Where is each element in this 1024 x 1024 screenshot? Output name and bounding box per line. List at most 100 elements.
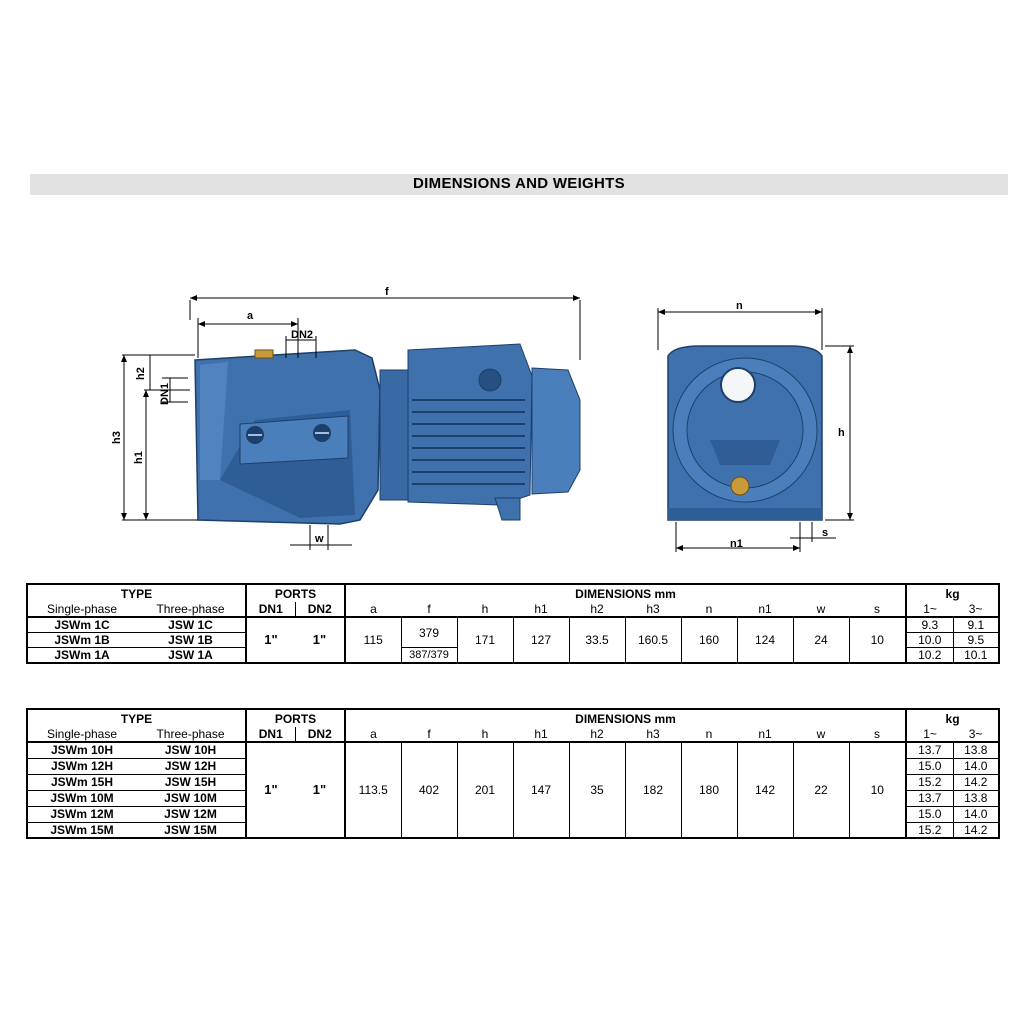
three-phase-type: JSW 10H: [136, 742, 246, 759]
ports-header: PORTS: [245, 708, 345, 727]
single-phase-header: Single-phase: [26, 727, 136, 743]
dim-n1: 142: [737, 742, 794, 839]
single-phase-type: JSWm 1A: [26, 647, 136, 664]
single-phase-type: JSWm 1B: [26, 632, 136, 648]
dim-n1: 124: [737, 617, 794, 664]
three-phase-type: JSW 15H: [136, 774, 246, 791]
col-f-header: f: [401, 727, 457, 743]
col-h3-header: h3: [625, 602, 681, 618]
weight-1ph: 10.0: [905, 632, 954, 648]
three-phase-type: JSW 1B: [136, 632, 246, 648]
weight-3ph: 13.8: [953, 742, 1001, 759]
dim-h1: 127: [513, 617, 570, 664]
weight-3ph: 14.2: [953, 774, 1001, 791]
table-row: JSWm 1B JSW 1B 10.0 9.5: [26, 632, 1001, 648]
dim-n: 180: [681, 742, 738, 839]
page-title: DIMENSIONS AND WEIGHTS: [413, 175, 625, 192]
weight-1ph: 15.2: [905, 822, 954, 839]
dim-h3: 160.5: [625, 617, 682, 664]
weight-1ph: 15.0: [905, 806, 954, 823]
dim-h2: 35: [569, 742, 626, 839]
weight-3ph: 14.2: [953, 822, 1001, 839]
table-row: JSWm 1A JSW 1A 387/379 10.2 10.1: [26, 647, 1001, 664]
kg1-header: 1~: [905, 602, 954, 618]
dn1-value: 1": [245, 617, 295, 664]
col-h-header: h: [457, 602, 513, 618]
weight-3ph: 14.0: [953, 758, 1001, 775]
dimensions-table-1: TYPE PORTS DIMENSIONS mm kg Single-phase…: [26, 583, 1001, 664]
dim-h2: 33.5: [569, 617, 626, 664]
three-phase-header: Three-phase: [136, 602, 246, 618]
title-bar: DIMENSIONS AND WEIGHTS: [30, 174, 1008, 195]
col-h1-header: h1: [513, 727, 569, 743]
dim-s: 10: [849, 617, 907, 664]
col-n-header: n: [681, 602, 737, 618]
three-phase-header: Three-phase: [136, 727, 246, 743]
table-row: JSWm 12H JSW 12H 15.0 14.0: [26, 758, 1001, 775]
type-header: TYPE: [26, 583, 246, 602]
dn2-header: DN2: [295, 602, 345, 618]
weight-3ph: 13.8: [953, 790, 1001, 807]
kg3-header: 3~: [953, 727, 1001, 743]
pump-front-body: [667, 345, 823, 521]
dim-a: 113.5: [344, 742, 402, 839]
label-h2: h2: [135, 367, 147, 380]
dimensions-table-2: TYPE PORTS DIMENSIONS mm kg Single-phase…: [26, 708, 1001, 839]
weight-1ph: 10.2: [905, 647, 954, 664]
dim-w: 22: [793, 742, 850, 839]
label-w: w: [314, 533, 324, 545]
label-h3: h3: [111, 431, 123, 444]
weight-1ph: 15.0: [905, 758, 954, 775]
type-header: TYPE: [26, 708, 246, 727]
dimensions-header: DIMENSIONS mm: [343, 708, 907, 727]
three-phase-type: JSW 12M: [136, 806, 246, 823]
single-phase-type: JSWm 15H: [26, 774, 136, 791]
weight-1ph: 13.7: [905, 790, 954, 807]
dn1-value: 1": [245, 742, 295, 839]
three-phase-type: JSW 1A: [136, 647, 246, 664]
three-phase-type: JSW 12H: [136, 758, 246, 775]
dim-n: 160: [681, 617, 738, 664]
three-phase-type: JSW 1C: [136, 617, 246, 633]
label-a: a: [247, 310, 254, 322]
single-phase-type: JSWm 10M: [26, 790, 136, 807]
single-phase-type: JSWm 10H: [26, 742, 136, 759]
single-phase-header: Single-phase: [26, 602, 136, 618]
front-view-drawing: n h s n1: [657, 300, 854, 552]
col-a-header: a: [344, 727, 401, 743]
dim-w: 24: [793, 617, 850, 664]
col-a-header: a: [344, 602, 401, 618]
dn2-header: DN2: [295, 727, 345, 743]
side-view-drawing: f a DN2 h2 DN1 h3 h1 w: [111, 286, 581, 550]
weight-3ph: 10.1: [953, 647, 1001, 664]
single-phase-type: JSWm 12M: [26, 806, 136, 823]
table-row: JSWm 12M JSW 12M 15.0 14.0: [26, 806, 1001, 823]
dn2-value: 1": [295, 742, 345, 839]
col-h-header: h: [457, 727, 513, 743]
kg-header: kg: [905, 708, 1001, 727]
label-h1: h1: [133, 451, 145, 464]
col-w-header: w: [793, 602, 849, 618]
col-s-header: s: [849, 727, 907, 743]
col-n1-header: n1: [737, 602, 793, 618]
label-f: f: [385, 286, 389, 298]
label-s: s: [822, 527, 828, 539]
table-row: JSWm 10M JSW 10M 13.7 13.8: [26, 790, 1001, 807]
pump-side-body: [194, 343, 581, 525]
col-w-header: w: [793, 727, 849, 743]
col-n1-header: n1: [737, 727, 793, 743]
label-dn1: DN1: [159, 383, 171, 405]
label-h: h: [838, 427, 845, 439]
three-phase-type: JSW 10M: [136, 790, 246, 807]
table-row: JSWm 1C JSW 1C 1" 1" 115 379 171 127 33.…: [26, 617, 1001, 664]
weight-3ph: 14.0: [953, 806, 1001, 823]
table-row: JSWm 15M JSW 15M 15.2 14.2: [26, 822, 1001, 839]
dim-h: 201: [457, 742, 514, 839]
kg3-header: 3~: [953, 602, 1001, 618]
weight-1ph: 13.7: [905, 742, 954, 759]
single-phase-type: JSWm 15M: [26, 822, 136, 839]
dim-h: 171: [457, 617, 514, 664]
table-row: JSWm 10H JSW 10H 1" 1" 113.5 402 201 147…: [26, 742, 1001, 839]
weight-3ph: 9.1: [953, 617, 1001, 633]
dn2-value: 1": [295, 617, 345, 664]
